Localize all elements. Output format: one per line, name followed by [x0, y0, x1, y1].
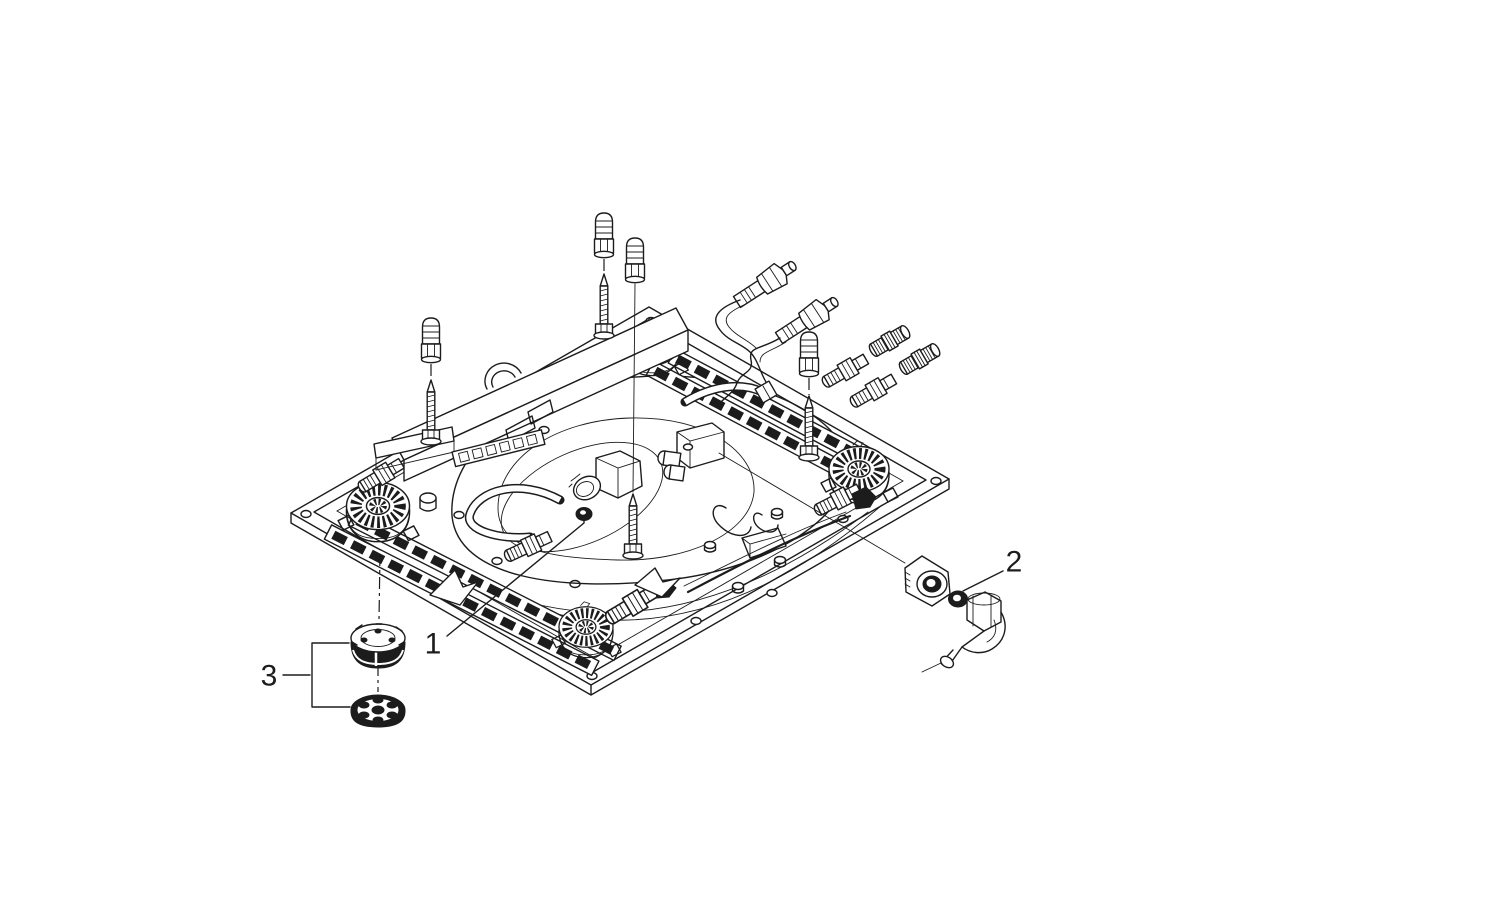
wall-anchor-1 — [420, 317, 442, 364]
hose-union — [754, 380, 778, 404]
ceiling-anchors-and-screws — [420, 212, 820, 560]
mounting-screw-1 — [420, 379, 442, 446]
wall-anchor-3 — [624, 237, 646, 284]
threaded-nipple-1 — [866, 322, 914, 360]
callout-1-leader — [446, 516, 585, 637]
outlet-flange — [904, 555, 951, 607]
callout-1-label: 1 — [425, 628, 442, 661]
cap — [350, 623, 406, 669]
hose-connector-1 — [715, 253, 803, 383]
folded-tab-center — [634, 567, 681, 598]
hose-connector-2 — [721, 289, 845, 402]
carry-handle — [484, 362, 522, 390]
valve-bracket-cluster — [683, 505, 852, 594]
outlet-group — [718, 452, 1006, 673]
callout-1: 1 — [425, 516, 585, 661]
union-fitting-1 — [818, 350, 872, 392]
folded-tab-left — [429, 569, 479, 606]
callout-2-leader — [962, 570, 1004, 592]
callout-3-bracket — [282, 642, 351, 708]
threaded-nipple-2 — [896, 340, 944, 378]
mounting-screw-2 — [593, 273, 615, 340]
cap-and-strainer-group — [350, 553, 406, 728]
callout-2-label: 2 — [1006, 546, 1023, 579]
callout-3-label: 3 — [261, 660, 278, 693]
strainer-disc — [350, 694, 406, 728]
wall-anchor-2 — [593, 212, 615, 259]
cable-chain — [451, 429, 546, 468]
manifold-block — [657, 422, 725, 482]
elbow-hose-connector — [921, 591, 1006, 673]
callout-2: 2 — [962, 546, 1023, 592]
union-fitting-2 — [846, 370, 900, 412]
center-outlet-boss — [568, 450, 643, 501]
seal-washer — [948, 590, 968, 608]
callout-3: 3 — [261, 642, 351, 708]
spacer-bushing — [419, 492, 437, 512]
wall-anchor-4 — [798, 331, 820, 378]
